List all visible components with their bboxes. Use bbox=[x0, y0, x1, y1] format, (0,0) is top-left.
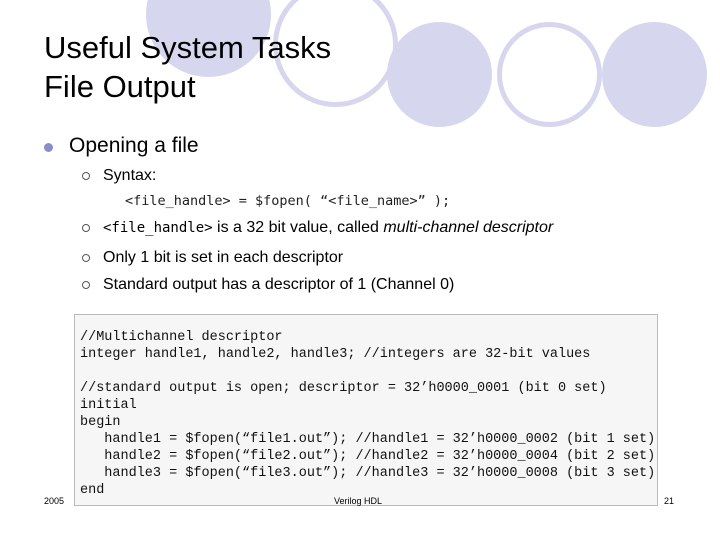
code-line: handle2 = $fopen(“file2.out”); //handle2… bbox=[80, 449, 656, 464]
stdout-text: Standard output has a descriptor of 1 (C… bbox=[103, 276, 455, 293]
handle-text: is a 32 bit value, called bbox=[212, 219, 384, 236]
main-bullet: Opening a file bbox=[44, 133, 199, 159]
syntax-label: Syntax: bbox=[103, 167, 157, 184]
slide-title: Useful System Tasks File Output bbox=[44, 28, 331, 106]
sub-bullet-stdout: Standard output has a descriptor of 1 (C… bbox=[82, 275, 454, 295]
code-line: begin bbox=[80, 415, 121, 430]
ring-bullet-icon bbox=[82, 224, 90, 232]
bullet-dot-icon bbox=[44, 142, 53, 152]
title-line-2: File Output bbox=[44, 69, 196, 104]
page-number: 21 bbox=[664, 496, 675, 506]
one-bit-text: Only 1 bit is set in each descriptor bbox=[103, 249, 344, 266]
code-line: //standard output is open; descriptor = … bbox=[80, 381, 607, 396]
main-bullet-text: Opening a file bbox=[69, 134, 199, 157]
ring-bullet-icon bbox=[82, 254, 90, 262]
ring-bullet-icon bbox=[82, 281, 90, 289]
code-line: handle1 = $fopen(“file1.out”); //handle1… bbox=[80, 432, 656, 447]
code-line: integer handle1, handle2, handle3; //int… bbox=[80, 347, 591, 362]
decor-circle-4 bbox=[497, 22, 602, 127]
code-line: handle3 = $fopen(“file3.out”); //handle3… bbox=[80, 466, 656, 481]
code-line bbox=[80, 363, 657, 380]
decor-circle-5 bbox=[602, 22, 707, 127]
title-line-1: Useful System Tasks bbox=[44, 30, 332, 65]
sub-bullet-syntax: Syntax: bbox=[82, 166, 156, 186]
code-listing: //Multichannel descriptor integer handle… bbox=[74, 314, 658, 506]
handle-code: <file_handle> bbox=[103, 220, 213, 236]
code-line: //Multichannel descriptor bbox=[80, 330, 283, 345]
sub-bullet-one-bit: Only 1 bit is set in each descriptor bbox=[82, 248, 343, 268]
decor-circle-3 bbox=[387, 22, 492, 127]
ring-bullet-icon bbox=[82, 172, 90, 180]
handle-emphasis: multi-channel descriptor bbox=[383, 219, 554, 236]
code-line: end bbox=[80, 483, 105, 498]
syntax-code: <file_handle> = $fopen( “<file_name>” ); bbox=[125, 193, 451, 209]
code-line: initial bbox=[80, 398, 137, 413]
sub-bullet-handle: <file_handle> is a 32 bit value, called … bbox=[82, 218, 553, 238]
footer-title: Verilog HDL bbox=[334, 496, 383, 506]
footer-year: 2005 bbox=[44, 496, 65, 506]
